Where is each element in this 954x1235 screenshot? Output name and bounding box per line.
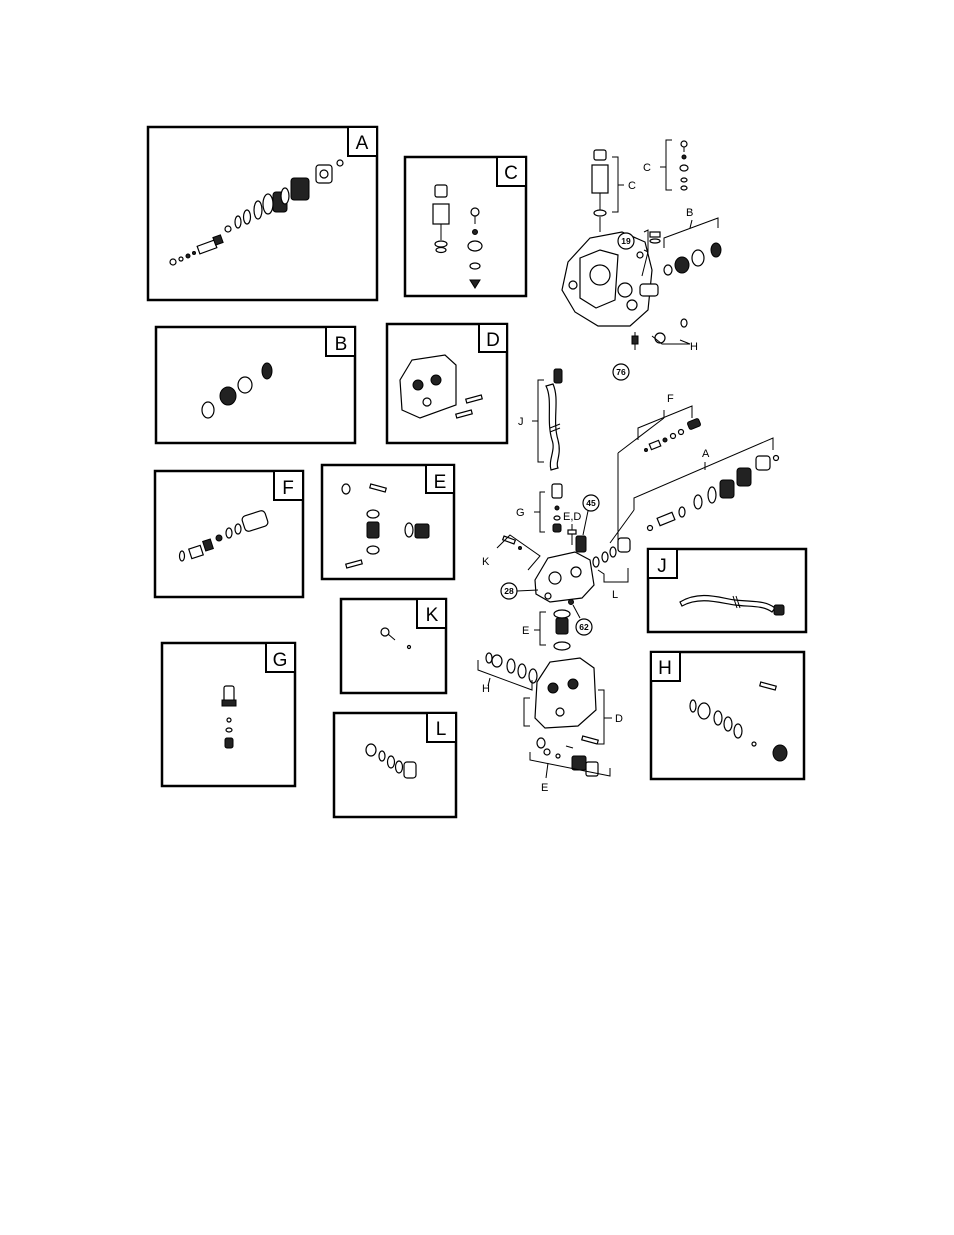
inset-box-d-letter: D bbox=[486, 330, 500, 351]
head-h-label: H bbox=[482, 683, 490, 695]
manifold-a-label: A bbox=[702, 448, 710, 460]
inset-box-b: B bbox=[156, 327, 355, 443]
head-d-label: D bbox=[615, 713, 623, 725]
head-e-upper-label: E bbox=[522, 625, 529, 637]
inset-box-f: F bbox=[155, 471, 303, 597]
pump-c-lower-label: C bbox=[643, 162, 651, 174]
inset-box-b-letter: B bbox=[335, 334, 348, 355]
manifold-k-label: K bbox=[482, 556, 490, 568]
inset-box-j-letter: J bbox=[657, 556, 667, 577]
inset-box-h: H bbox=[651, 652, 804, 779]
pump-head-assembly: H D E bbox=[478, 653, 623, 794]
ref-19-label: 19 bbox=[621, 236, 631, 246]
ref-45-label: 45 bbox=[586, 498, 596, 508]
ref-62-label: 62 bbox=[579, 622, 589, 632]
pump-b-label: B bbox=[686, 207, 693, 219]
inset-box-c: C bbox=[405, 157, 526, 296]
inset-box-k-letter: K bbox=[426, 605, 439, 626]
inset-box-l: L bbox=[334, 713, 456, 817]
manifold-g-label: G bbox=[516, 507, 525, 519]
inset-box-f-letter: F bbox=[282, 478, 294, 499]
pump-h-label: H bbox=[690, 341, 698, 353]
inset-box-d: D bbox=[387, 324, 507, 443]
ref-76-label: 76 bbox=[616, 367, 626, 377]
inset-box-a: A bbox=[148, 127, 377, 300]
inset-box-l-letter: L bbox=[436, 719, 447, 740]
pump-crankcase-assembly: C C 19 B bbox=[562, 140, 721, 380]
inset-box-e: E bbox=[322, 465, 454, 579]
manifold-j-label: J bbox=[518, 416, 524, 428]
pump-c-upper-label: C bbox=[628, 180, 636, 192]
inset-box-g: G bbox=[162, 643, 295, 786]
manifold-l-label: L bbox=[612, 589, 618, 601]
ref-28-label: 28 bbox=[504, 586, 514, 596]
manifold-f-label: F bbox=[667, 393, 674, 405]
inset-box-h-letter: H bbox=[658, 658, 672, 679]
manifold-ed-label: E,D bbox=[563, 511, 581, 523]
head-e-lower-label: E bbox=[541, 782, 548, 794]
inset-box-c-letter: C bbox=[504, 163, 518, 184]
inset-box-g-letter: G bbox=[273, 650, 288, 671]
inset-box-a-letter: A bbox=[356, 133, 369, 154]
inset-box-j: J bbox=[648, 549, 806, 632]
inset-box-k: K bbox=[341, 599, 446, 693]
inset-box-e-letter: E bbox=[434, 472, 447, 493]
